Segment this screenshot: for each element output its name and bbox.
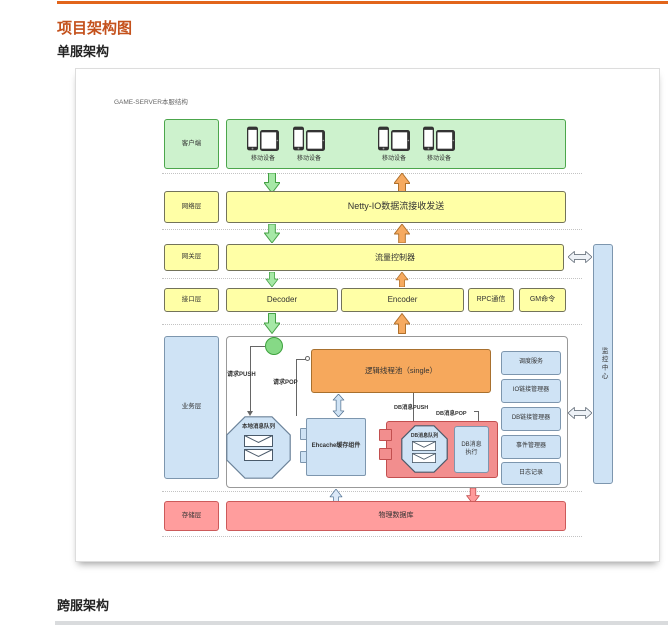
monitor-center-label: 监控中心 — [600, 347, 608, 381]
arrow-double-horizontal-icon — [568, 251, 592, 263]
separator-line — [162, 324, 582, 325]
request-push-label: 请求PUSH — [227, 372, 256, 378]
service-box-scheduler: 调度服务 — [501, 351, 561, 375]
decoder-box: Decoder — [226, 288, 338, 312]
tablet-icon — [391, 130, 410, 151]
layer-label-interface: 接口层 — [164, 288, 219, 312]
layer-label-network: 网络层 — [164, 191, 219, 223]
phone-icon — [247, 126, 258, 151]
arrow-down-green-icon — [264, 173, 280, 193]
ehcache-component-box: Ehcache缓存组件 — [306, 418, 366, 476]
arrowhead-down-icon — [247, 411, 253, 416]
service-box-io-conn-manager: IO链接管理器 — [501, 379, 561, 403]
arrow-up-orange-icon — [395, 272, 409, 287]
layer-label-business: 业务层 — [164, 336, 219, 479]
envelope-icon — [244, 449, 273, 461]
tablet-icon — [306, 130, 325, 151]
gm-command-box: GM命令 — [519, 288, 566, 312]
arrow-down-green-icon — [264, 224, 280, 243]
envelope-icon — [244, 435, 273, 447]
logic-thread-pool-box: 逻辑线程池（single） — [311, 349, 491, 393]
phone-icon — [423, 126, 434, 151]
arrow-up-orange-icon — [394, 224, 410, 243]
local-queue-label: 本地消息队列 — [241, 424, 275, 430]
section-heading-single-server: 单服架构 — [57, 43, 110, 59]
db-pop-label: DB消息POP — [436, 411, 467, 417]
request-pop-line — [296, 359, 307, 360]
separator-line — [162, 278, 582, 279]
monitor-center-box: 监控中心 — [593, 244, 613, 484]
page-title: 项目架构图 — [57, 20, 133, 38]
device-icons — [289, 124, 329, 151]
component-port-icon — [379, 448, 392, 460]
arrow-up-orange-icon — [394, 313, 410, 334]
flow-controller-box: 流量控制器 — [226, 244, 564, 271]
service-box-logging: 日志记录 — [501, 462, 561, 485]
request-push-line — [250, 346, 265, 347]
layer-label-storage: 存储层 — [164, 501, 219, 531]
envelope-icon — [412, 453, 436, 463]
octagon-shape — [226, 416, 291, 479]
device-icons — [243, 124, 283, 151]
device-group: 移动设备 — [243, 124, 283, 162]
rpc-box: RPC通信 — [468, 288, 514, 312]
db-pop-line — [474, 411, 479, 412]
arrow-down-green-icon — [265, 272, 279, 287]
layer-label-client: 客户端 — [164, 119, 219, 169]
db-message-exec-box: DB消息执行 — [454, 426, 489, 473]
diagram-caption: GAME-SERVER本服结构 — [114, 99, 188, 106]
device-group: 移动设备 — [374, 124, 414, 162]
device-group: 移动设备 — [289, 124, 329, 162]
request-pop-line — [296, 359, 297, 416]
device-icons — [374, 124, 414, 151]
device-group: 移动设备 — [419, 124, 459, 162]
db-queue-label: DB消息队列 — [410, 433, 439, 439]
arrow-down-red-icon — [466, 488, 480, 504]
local-message-queue: 本地消息队列 — [226, 416, 291, 479]
arrow-double-horizontal-icon — [568, 407, 592, 419]
db-push-line — [413, 393, 414, 425]
arrow-up-blue-icon — [329, 489, 343, 504]
tablet-icon — [436, 130, 455, 151]
component-port-icon — [379, 429, 392, 441]
device-label: 移动设备 — [381, 156, 406, 162]
arrow-double-vertical-icon — [332, 394, 345, 417]
db-pop-line — [478, 411, 479, 426]
layer-label-gateway: 网关层 — [164, 244, 219, 271]
envelope-icon — [412, 441, 436, 451]
section-heading-cross-server: 跨服架构 — [57, 597, 110, 613]
device-label: 移动设备 — [250, 156, 275, 162]
separator-line — [162, 229, 582, 230]
db-message-queue: DB消息队列 — [401, 425, 448, 473]
service-box-db-conn-manager: DB链接管理器 — [501, 407, 561, 431]
request-push-line — [250, 346, 251, 412]
next-image-top-edge — [55, 621, 668, 625]
encoder-box: Encoder — [341, 288, 464, 312]
netty-io-box: Netty-IO数据流接收发送 — [226, 191, 566, 223]
start-node-circle-icon — [265, 337, 283, 355]
phone-icon — [293, 126, 304, 151]
service-box-event-manager: 事件管理器 — [501, 435, 561, 459]
db-push-label: DB消息PUSH — [394, 405, 429, 411]
interface-connector-icon — [305, 356, 310, 361]
physical-database-box: 物理数据库 — [226, 501, 566, 531]
arrow-up-orange-icon — [394, 173, 410, 193]
single-server-architecture-diagram[interactable]: GAME-SERVER本服结构 客户端 移动设备 移动设备 移动设备 移动设备 — [75, 68, 660, 562]
separator-line — [162, 536, 582, 537]
tablet-icon — [260, 130, 279, 151]
device-label: 移动设备 — [296, 156, 321, 162]
device-label: 移动设备 — [426, 156, 451, 162]
phone-icon — [378, 126, 389, 151]
arrow-down-green-icon — [264, 313, 280, 334]
device-icons — [419, 124, 459, 151]
separator-line — [162, 491, 582, 492]
request-pop-label: 请求POP — [273, 380, 298, 386]
separator-line — [162, 173, 582, 174]
top-accent-bar — [57, 1, 668, 4]
